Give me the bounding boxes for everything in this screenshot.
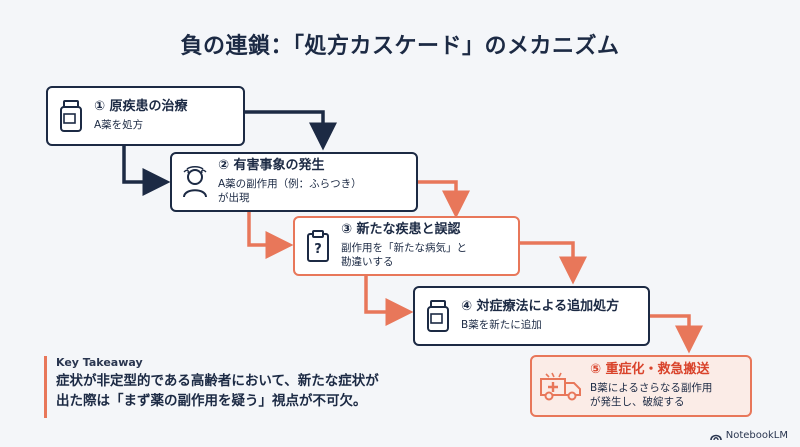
arrow-2-3-right bbox=[418, 180, 470, 219]
step-2-box: ② 有害事象の発生 A薬の副作用（例：ふらつき） が出現 bbox=[170, 152, 418, 212]
key-takeaway-label: Key Takeaway bbox=[56, 356, 143, 369]
step-2-title: ② 有害事象の発生 bbox=[218, 157, 325, 173]
step-4-desc: B薬を新たに追加 bbox=[461, 319, 542, 332]
step-5-desc: B薬によるさらなる副作用 が発生し、破綻する bbox=[590, 381, 713, 409]
key-takeaway: Key Takeaway 症状が非定型的である高齢者において、新たな症状が 出た… bbox=[44, 356, 434, 418]
step-5-title: ⑤ 重症化・救急搬送 bbox=[590, 361, 710, 377]
ambulance-icon bbox=[532, 371, 590, 401]
arrow-3-4-right bbox=[520, 241, 587, 285]
step-4-title: ④ 対症療法による追加処方 bbox=[461, 299, 620, 315]
arrow-1-2-left bbox=[122, 146, 171, 196]
step-3-title: ③ 新たな疾患と誤認 bbox=[341, 221, 461, 237]
step-1-box: ① 原疾患の治療 A薬を処方 bbox=[46, 86, 245, 146]
notebooklm-logo: NotebookLM bbox=[709, 430, 788, 441]
step-1-title: ① 原疾患の治療 bbox=[94, 99, 188, 115]
brand-name: NotebookLM bbox=[725, 430, 788, 441]
step-4-box: ④ 対症療法による追加処方 B薬を新たに追加 bbox=[413, 286, 650, 346]
arrow-4-5-right bbox=[650, 314, 703, 354]
key-takeaway-text: 症状が非定型的である高齢者において、新たな症状が 出た際は「まず薬の副作用を疑う… bbox=[56, 373, 379, 409]
dizzy-person-icon bbox=[172, 165, 218, 199]
step-3-desc: 副作用を「新たな病気」と 勘違いする bbox=[341, 241, 467, 269]
step-2-desc: A薬の副作用（例：ふらつき） が出現 bbox=[218, 177, 362, 205]
step-1-desc: A薬を処方 bbox=[94, 119, 144, 132]
arrow-3-4-left bbox=[364, 276, 414, 326]
medicine-bottle-icon bbox=[48, 99, 94, 133]
svg-text:?: ? bbox=[314, 242, 322, 257]
medicine-bottle-icon bbox=[415, 299, 461, 333]
page-title: 負の連鎖：「処方カスケード」のメカニズム bbox=[180, 34, 620, 59]
notebooklm-icon bbox=[709, 434, 722, 440]
arrow-2-3-left bbox=[247, 212, 294, 259]
clipboard-question-icon: ? bbox=[295, 229, 341, 263]
step-5-box: ⑤ 重症化・救急搬送 B薬によるさらなる副作用 が発生し、破綻する bbox=[530, 355, 752, 417]
arrow-1-2-right bbox=[245, 110, 337, 151]
step-3-box: ? ③ 新たな疾患と誤認 副作用を「新たな病気」と 勘違いする bbox=[293, 216, 520, 276]
